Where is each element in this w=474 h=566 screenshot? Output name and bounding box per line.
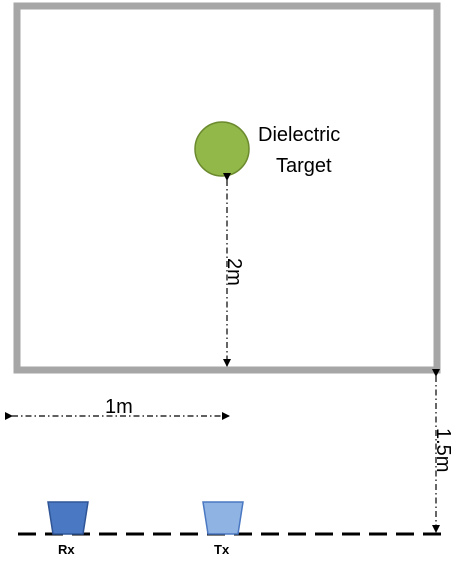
target-label-line1: Dielectric bbox=[258, 124, 340, 146]
room-wall bbox=[13, 2, 441, 374]
tx-label: Tx bbox=[214, 542, 230, 557]
rx-antenna-icon bbox=[47, 501, 89, 535]
target-label-line2: Target bbox=[276, 155, 332, 177]
horizontal-distance-label: 1m bbox=[105, 396, 133, 418]
tx-antenna-icon bbox=[202, 501, 244, 535]
dielectric-target bbox=[194, 121, 250, 177]
standoff-distance-label: 1.5m bbox=[432, 428, 454, 472]
target-distance-label: 2m bbox=[223, 258, 245, 286]
rx-label: Rx bbox=[58, 542, 75, 557]
